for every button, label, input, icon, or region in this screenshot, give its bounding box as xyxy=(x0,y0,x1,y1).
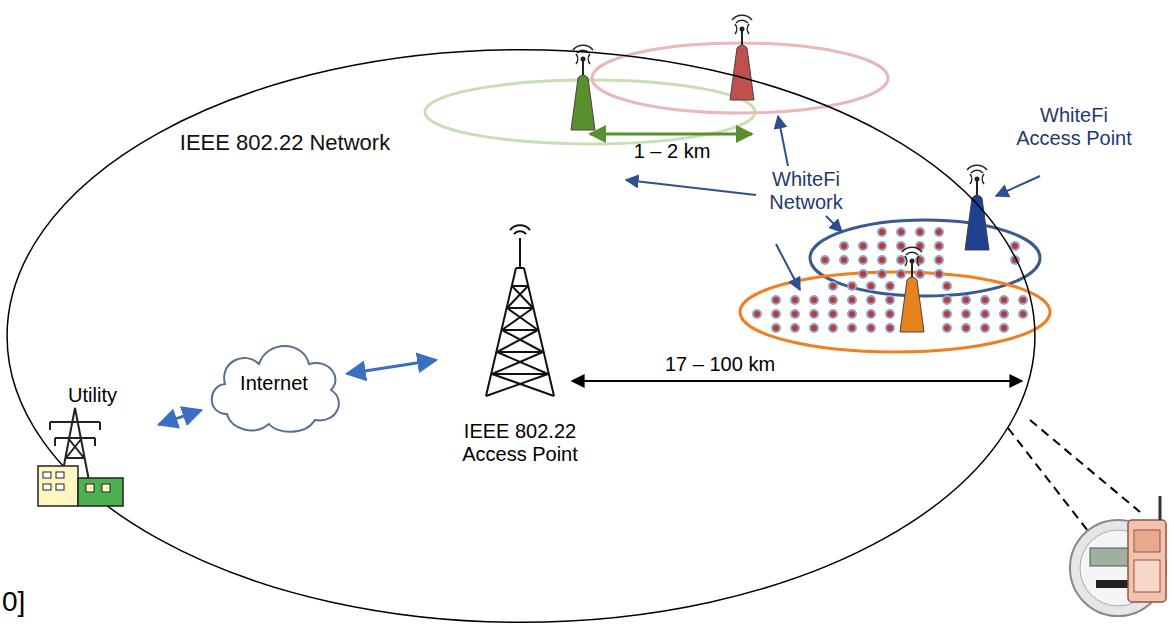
meter-dot xyxy=(1011,242,1019,250)
meter-dot xyxy=(962,296,970,304)
meter-dot xyxy=(943,282,951,290)
meter-dot xyxy=(848,310,856,318)
distance-arrow xyxy=(572,380,1022,382)
meter-dot xyxy=(840,242,848,250)
meter-dot xyxy=(840,256,848,264)
annotation-label: 1 – 2 km xyxy=(612,140,732,163)
meter-dot xyxy=(772,310,780,318)
meter-dot xyxy=(848,282,856,290)
meter-dot xyxy=(886,324,894,332)
meter-dot xyxy=(810,310,818,318)
utility-icon: Utility xyxy=(30,380,155,515)
meter-dot xyxy=(867,296,875,304)
meter-dot xyxy=(916,228,924,236)
leader-line xyxy=(778,116,788,166)
meter-dot xyxy=(886,296,894,304)
internet-cloud: Internet xyxy=(205,330,343,440)
meter-dot xyxy=(859,242,867,250)
whitefi-tower xyxy=(965,165,989,250)
meter-dot xyxy=(981,296,989,304)
meter-dot xyxy=(829,282,837,290)
meter-dot xyxy=(867,282,875,290)
meter-dot xyxy=(897,256,905,264)
meter-dot xyxy=(878,256,886,264)
meter-dot xyxy=(791,324,799,332)
meter-dot xyxy=(878,228,886,236)
meter-dot xyxy=(943,324,951,332)
whitefi-tower xyxy=(571,45,595,130)
meter-dot xyxy=(821,256,829,264)
meter-dot xyxy=(859,270,867,278)
annotation-label: WhiteFi Access Point xyxy=(1009,104,1139,150)
network-region-outline xyxy=(5,48,1037,624)
network-region: IEEE 802.22 NetworkUtility InternetIEEE 8… xyxy=(5,48,1037,624)
meter-dot xyxy=(829,324,837,332)
meter-dot xyxy=(1000,310,1008,318)
link-arrow xyxy=(347,360,436,374)
meter-dot xyxy=(878,242,886,250)
zoom-line xyxy=(1008,428,1095,540)
node-label: Utility xyxy=(30,384,155,407)
meter-dot xyxy=(848,296,856,304)
leader-line xyxy=(996,176,1040,196)
meter-dot xyxy=(791,310,799,318)
leader-line xyxy=(626,180,756,195)
meter-dot xyxy=(897,242,905,250)
node-label: IEEE 802.22 Access Point xyxy=(440,420,600,466)
meter-dot xyxy=(1019,310,1027,318)
coverage-ellipse xyxy=(740,272,1050,352)
node-label: IEEE 802.22 Network xyxy=(155,130,415,155)
meter-dot xyxy=(897,270,905,278)
meter-dot xyxy=(935,270,943,278)
meter-dot xyxy=(981,310,989,318)
meter-dot xyxy=(829,310,837,318)
annotation-label: WhiteFi Network xyxy=(756,168,856,214)
smart-meter xyxy=(1070,496,1166,616)
meter-dot xyxy=(867,324,875,332)
distance-arrow xyxy=(590,133,752,136)
whitefi-tower xyxy=(730,15,754,100)
meter-dot xyxy=(859,256,867,264)
meter-dot xyxy=(1000,296,1008,304)
annotation-label: 17 – 100 km xyxy=(661,353,779,376)
leader-line xyxy=(776,244,800,290)
meter-dot xyxy=(829,296,837,304)
meter-dot xyxy=(1000,324,1008,332)
annotation-label: 0] xyxy=(2,586,62,618)
meter-dot xyxy=(935,228,943,236)
zoom-line xyxy=(1030,420,1140,512)
meter-dot xyxy=(1019,296,1027,304)
meter-dot xyxy=(878,270,886,278)
meter-dot xyxy=(867,310,875,318)
meter-dot xyxy=(810,296,818,304)
meter-dot xyxy=(772,296,780,304)
meter-dot xyxy=(886,282,894,290)
node-label: Internet xyxy=(205,372,343,395)
access-point-tower: IEEE 802.22 Access Point xyxy=(440,228,600,466)
meter-dot xyxy=(943,310,951,318)
meter-dot xyxy=(810,324,818,332)
leader-line xyxy=(826,216,842,232)
meter-dot xyxy=(981,324,989,332)
whitefi-tower xyxy=(900,247,924,332)
meter-dot xyxy=(897,228,905,236)
meter-dot xyxy=(886,310,894,318)
meter-dot xyxy=(962,324,970,332)
meter-dot xyxy=(848,324,856,332)
meter-dot xyxy=(753,310,761,318)
meter-dot xyxy=(943,296,951,304)
meter-dot xyxy=(772,324,780,332)
meter-dot xyxy=(935,256,943,264)
link-arrow xyxy=(159,410,201,425)
meter-dot xyxy=(916,270,924,278)
meter-dot xyxy=(935,242,943,250)
meter-dot xyxy=(791,296,799,304)
meter-dot xyxy=(962,310,970,318)
